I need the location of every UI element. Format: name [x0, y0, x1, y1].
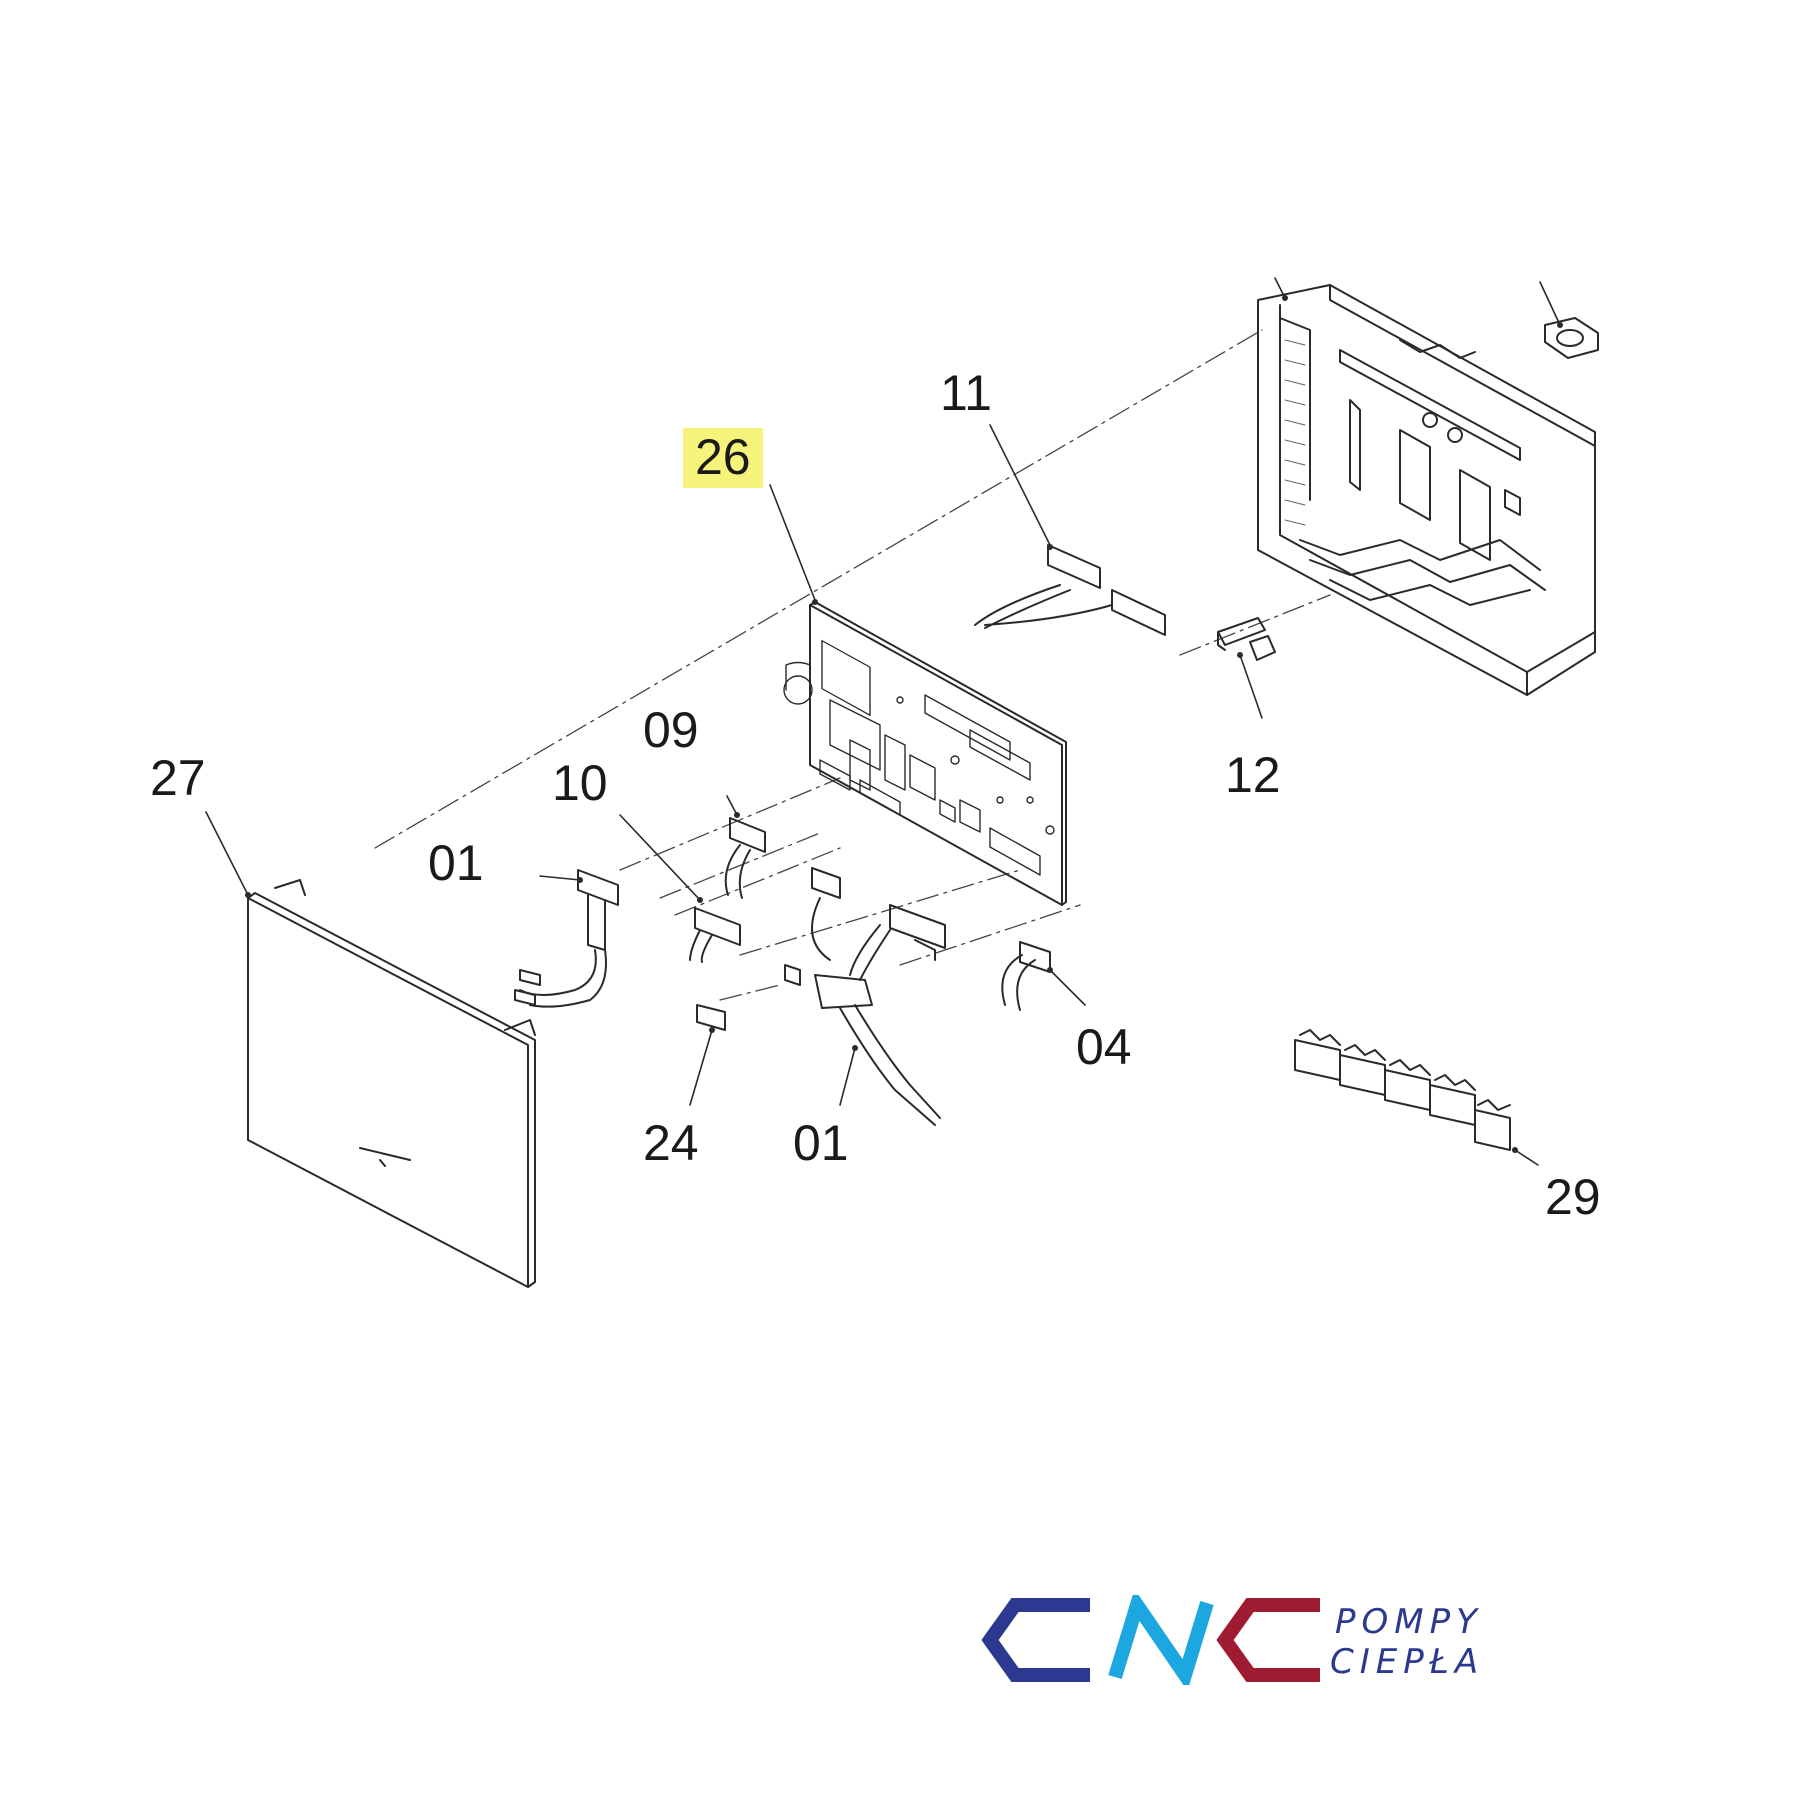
- part-label-26: 26: [683, 428, 763, 488]
- alignment-lines: [374, 329, 1331, 1001]
- connector-04: [1001, 941, 1051, 1011]
- logo-letter-n: [1108, 1595, 1214, 1685]
- harness-01-upper: [514, 869, 619, 1008]
- leader-dots: [245, 295, 1563, 1153]
- circuit-board: [783, 601, 1067, 906]
- part-label-10: 10: [552, 755, 608, 811]
- connector-11: [974, 544, 1166, 636]
- leader-lines: [205, 277, 1561, 1166]
- back-housing: [1257, 284, 1596, 696]
- part-label-29: 29: [1545, 1169, 1601, 1225]
- logo-text-pompy: POMPY: [1335, 1602, 1483, 1642]
- part-label-01-upper: 01: [428, 835, 484, 891]
- logo-letter-c-first: [981, 1598, 1090, 1682]
- connector-10: [689, 907, 741, 963]
- connector-24: [696, 1004, 726, 1031]
- clip-12: [1217, 617, 1276, 661]
- part-label-09: 09: [643, 702, 699, 758]
- part-label-01-lower: 01: [793, 1115, 849, 1171]
- front-cover-27: [247, 879, 536, 1288]
- part-label-04: 04: [1076, 1019, 1132, 1075]
- part-label-11: 11: [940, 365, 992, 421]
- part-label-27: 27: [150, 750, 206, 806]
- cnc-pompy-ciepla-logo: POMPY CIEPŁA: [981, 1595, 1484, 1685]
- harness-01-lower: [784, 867, 946, 1126]
- part-label-12: 12: [1225, 747, 1281, 803]
- logo-text-ciepla: CIEPŁA: [1330, 1642, 1484, 1682]
- clip-part: [1544, 317, 1599, 359]
- logo-letter-c-second: [1216, 1598, 1320, 1682]
- connector-09: [724, 817, 766, 899]
- terminal-block-29: [1294, 1029, 1511, 1151]
- part-label-24: 24: [643, 1115, 699, 1171]
